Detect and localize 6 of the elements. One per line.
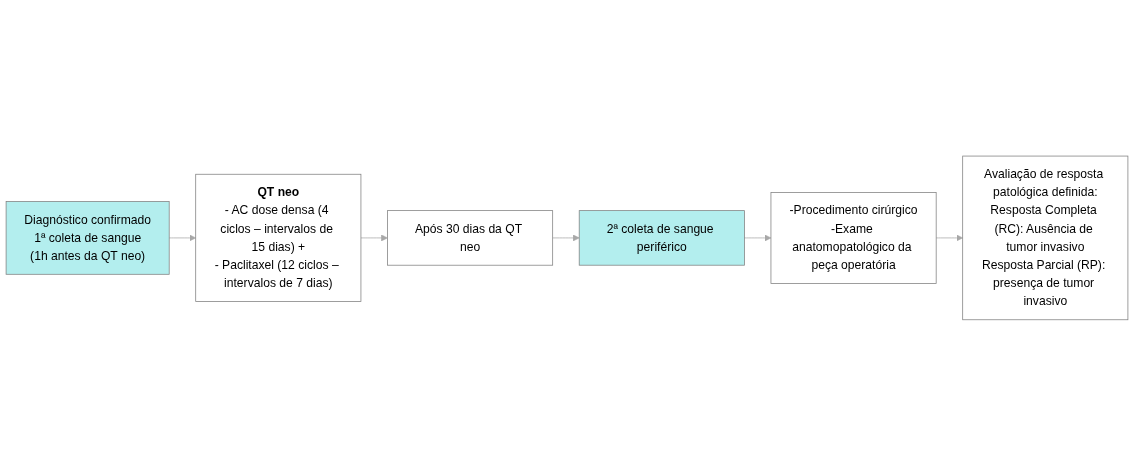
node-box: Diagnóstico confirmado 1ª coleta de sangue (1h antes da QT neo): [5, 201, 170, 275]
node-box: QT neo - AC dose densa (4 ciclos – intervalos de 15 dias) + - Paclitaxel (12 ciclos – intervalos de 7 dias): [195, 173, 362, 303]
node-box: 2ª coleta de sangue periférico: [578, 210, 745, 266]
node-box: Após 30 dias da QT neo: [387, 210, 554, 266]
node-box: Avaliação de resposta patológica definida: Resposta Completa (RC): Ausência de tumor invasivo Resposta Parcial (RP): presença de tumor invasivo: [962, 155, 1129, 321]
node-box: -Procedimento cirúrgico -Exame anatomopatológico da peça operatória: [770, 192, 937, 284]
